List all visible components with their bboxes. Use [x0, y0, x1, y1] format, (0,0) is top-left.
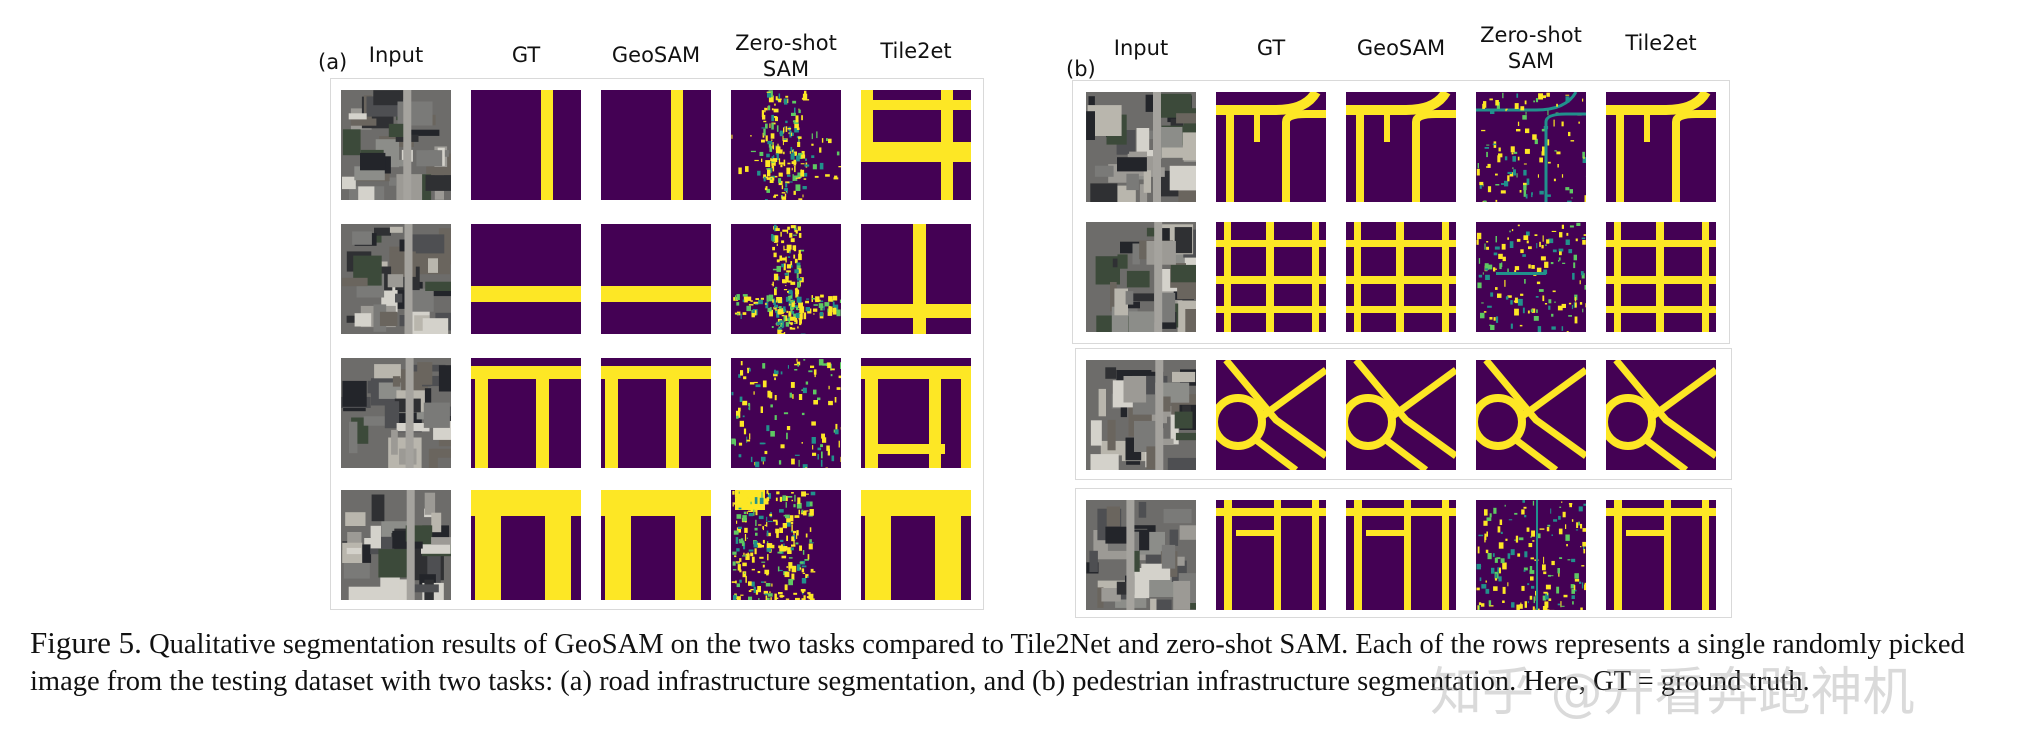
panel-b-row-0-gt-tile — [1216, 92, 1326, 202]
panel-b-row-3-scene-tile — [1086, 500, 1196, 610]
panel-a-row-1-scene-tile — [341, 224, 451, 334]
panel-a-row-2-scene-tile — [341, 358, 451, 468]
panel-a-row-1-tile2net-tile — [861, 224, 971, 334]
panel-a-col-head-3: Zero-shot SAM — [735, 31, 837, 81]
panel-a-row-0-zeroshot-tile — [731, 90, 841, 200]
panel-a-row-1-zeroshot-tile — [731, 224, 841, 334]
panel-a-letter: (a) — [318, 50, 348, 74]
panel-a-row-2-gt-tile — [471, 358, 581, 468]
panel-b-row-2-tile2net-tile — [1606, 360, 1716, 470]
panel-b-col-head-0: Input — [1113, 36, 1169, 60]
panel-b-row-1-tile2net-tile — [1606, 222, 1716, 332]
panel-a-row-3-geosam-tile — [601, 490, 711, 600]
panel-b-row-1-scene-tile — [1086, 222, 1196, 332]
panel-b-row-3-tile2net-tile — [1606, 500, 1716, 610]
panel-b-row-0-geosam-tile — [1346, 92, 1456, 202]
panel-b-row-1-zeroshot-tile — [1476, 222, 1586, 332]
panel-a-row-3-zeroshot-tile — [731, 490, 841, 600]
caption-label: Figure 5. — [30, 625, 142, 660]
panel-b-col-head-1: GT — [1256, 36, 1286, 60]
watermark: 知乎 @开看奔跑神机 — [1430, 663, 1915, 723]
panel-b-col-head-3: Zero-shot SAM — [1480, 23, 1582, 73]
panel-a-row-0-gt-tile — [471, 90, 581, 200]
caption-text: Qualitative segmentation results of GeoS… — [30, 629, 1965, 697]
panel-a-row-0-tile2net-tile — [861, 90, 971, 200]
panel-a-col-head-4: Tile2et — [880, 39, 952, 63]
panel-b-row-0-zeroshot-tile — [1476, 92, 1586, 202]
panel-b-row-3-gt-tile — [1216, 500, 1326, 610]
panel-a-col-head-2: GeoSAM — [611, 43, 701, 67]
panel-a-row-2-geosam-tile — [601, 358, 711, 468]
panel-b-row-2-geosam-tile — [1346, 360, 1456, 470]
panel-a-row-0-geosam-tile — [601, 90, 711, 200]
panel-b-row-1-geosam-tile — [1346, 222, 1456, 332]
panel-b-row-0-scene-tile — [1086, 92, 1196, 202]
panel-a-row-3-scene-tile — [341, 490, 451, 600]
panel-a-row-3-gt-tile — [471, 490, 581, 600]
panel-a-col-head-1: GT — [511, 43, 541, 67]
panel-a-row-1-gt-tile — [471, 224, 581, 334]
panel-b-letter: (b) — [1066, 57, 1096, 81]
panel-b-row-3-geosam-tile — [1346, 500, 1456, 610]
panel-a-row-2-tile2net-tile — [861, 358, 971, 468]
panel-b-row-3-zeroshot-tile — [1476, 500, 1586, 610]
panel-b-row-0-tile2net-tile — [1606, 92, 1716, 202]
figure-5: (a) (b) Input GT GeoSAM Zero-shot SAM Tile2e… — [318, 23, 1732, 618]
panel-a-row-2-zeroshot-tile — [731, 358, 841, 468]
figure-caption: Figure 5. Qualitative segmentation resul… — [30, 624, 2020, 700]
panel-a-row-3-tile2net-tile — [861, 490, 971, 600]
panel-b-row-1-gt-tile — [1216, 222, 1326, 332]
panel-b-row-2-zeroshot-tile — [1476, 360, 1586, 470]
panel-b-col-head-2: GeoSAM — [1356, 36, 1446, 60]
panel-b-col-head-4: Tile2et — [1625, 31, 1697, 55]
panel-a-col-head-0: Input — [368, 43, 424, 67]
panel-a-row-1-geosam-tile — [601, 224, 711, 334]
panel-b-row-2-scene-tile — [1086, 360, 1196, 470]
panel-a-row-0-scene-tile — [341, 90, 451, 200]
panel-b-row-2-gt-tile — [1216, 360, 1326, 470]
